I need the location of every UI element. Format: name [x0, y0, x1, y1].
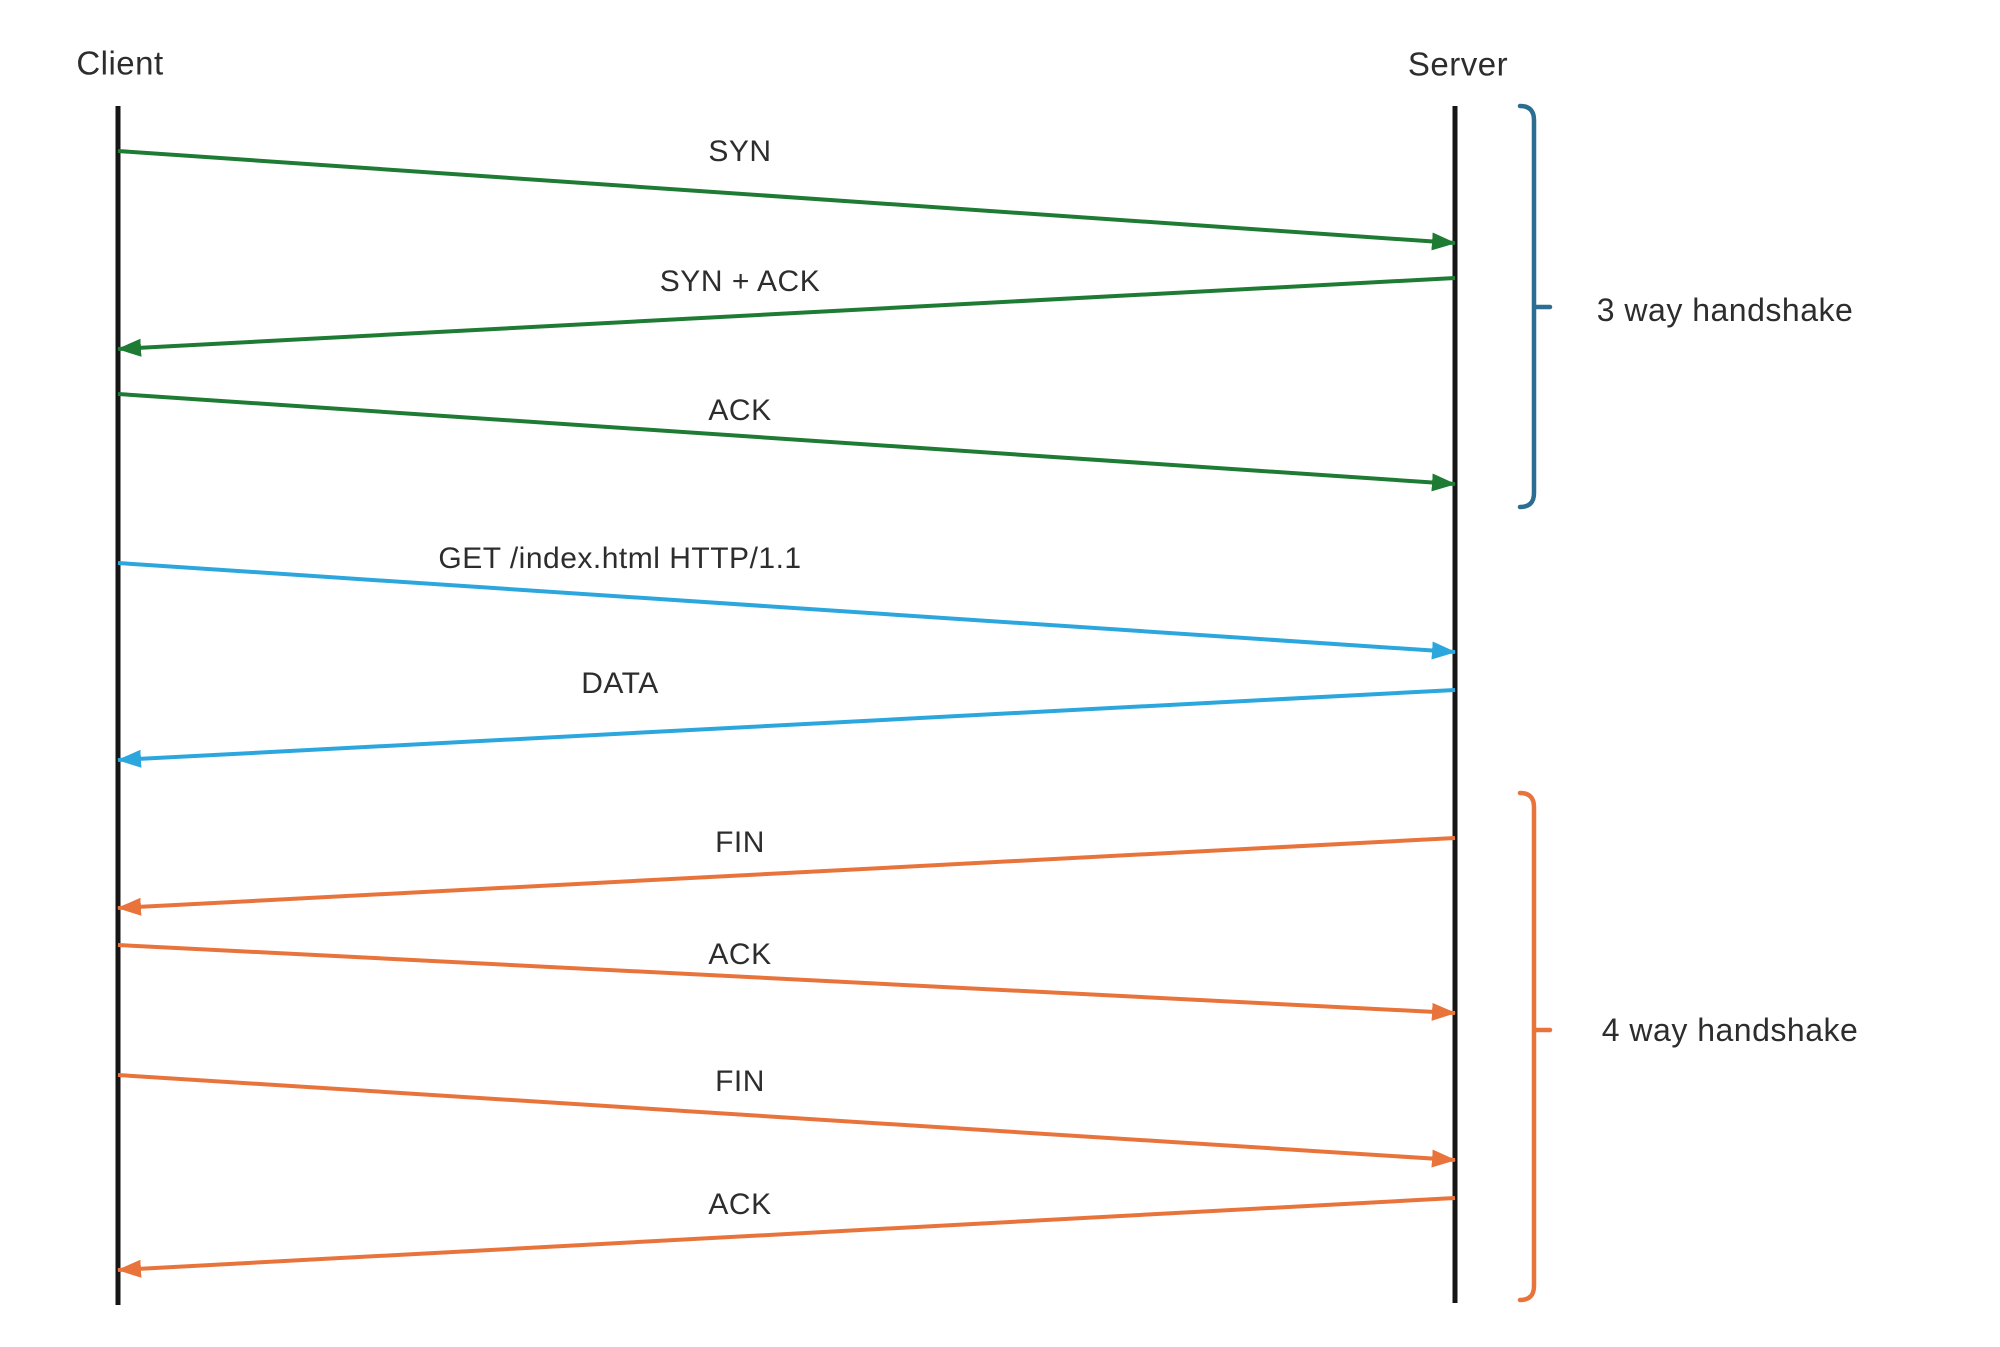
message-arrow-ack [117, 943, 1456, 1021]
brace-four-way [1517, 790, 1553, 1303]
message-label: FIN [715, 826, 765, 859]
message-label: GET /index.html HTTP/1.1 [438, 542, 802, 575]
message-arrow-syn [117, 149, 1456, 251]
message-label: ACK [708, 938, 772, 971]
client-lifeline-title: Client [76, 44, 164, 82]
message-arrow-ack [117, 1196, 1456, 1278]
message-arrow-fin [117, 836, 1456, 916]
message-label: DATA [581, 667, 659, 700]
message-label: SYN [708, 135, 772, 168]
brace-three-way [1517, 103, 1553, 510]
message-arrow-ack [117, 392, 1456, 492]
four-way-handshake-label: 4 way handshake [1601, 1012, 1859, 1048]
message-label: ACK [708, 394, 772, 427]
message-arrow-syn-ack [117, 276, 1456, 357]
message-arrow-fin [117, 1073, 1456, 1168]
server-lifeline-title: Server [1407, 45, 1509, 83]
message-label: FIN [715, 1065, 765, 1098]
message-label: SYN + ACK [659, 265, 821, 298]
three-way-handshake-label: 3 way handshake [1596, 292, 1854, 328]
message-label: ACK [708, 1188, 772, 1221]
message-arrow-data [117, 688, 1456, 768]
message-arrow-get-index-html-http-1-1 [117, 561, 1456, 660]
